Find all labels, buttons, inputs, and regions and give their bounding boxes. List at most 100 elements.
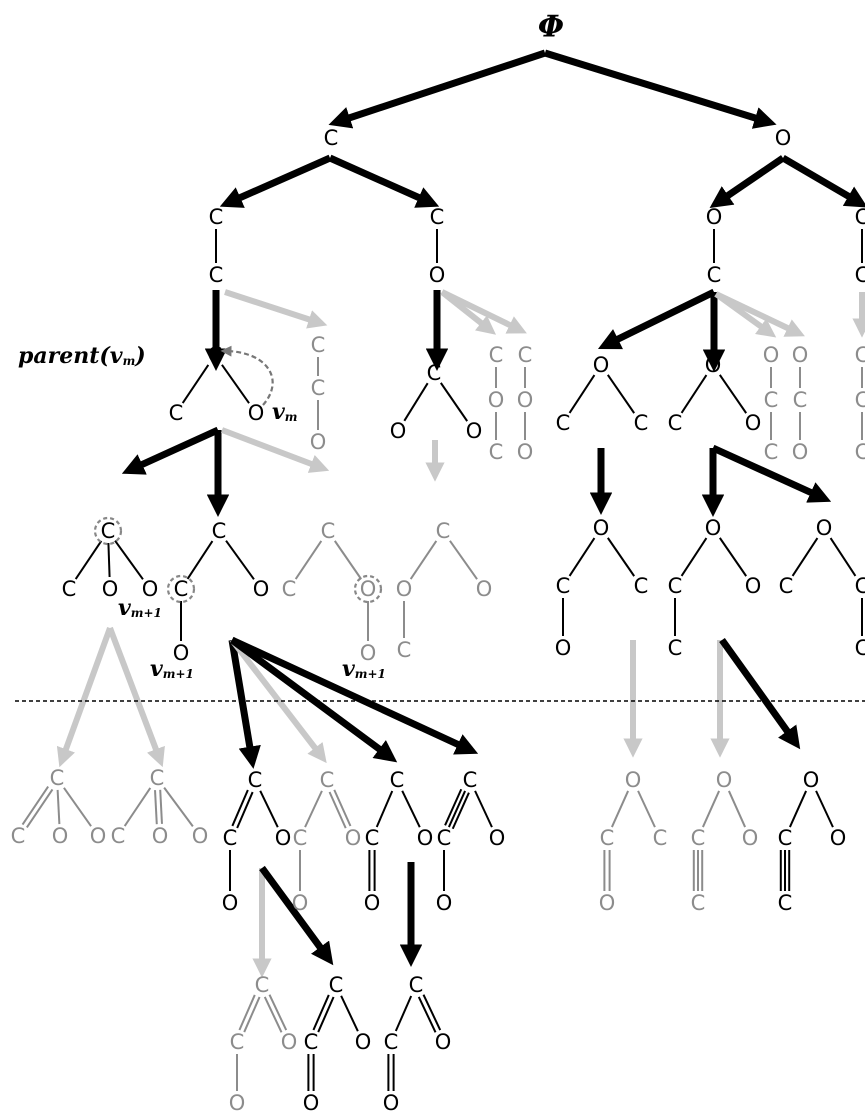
bond-b-gray-atom-oxygen: O (192, 824, 209, 848)
branch-b-bond (225, 540, 255, 580)
bond-d-gray-atom-oxygen: O (345, 826, 362, 850)
occ-b-bond (718, 374, 748, 414)
branch-a-atom-carbon: C (101, 519, 116, 543)
oc-chain-2-bond (680, 537, 708, 577)
molecule-bonds (21, 229, 863, 1091)
bond-d-gray-atom-oxygen: O (292, 891, 309, 915)
bond-g-gray-atom-carbon: C (600, 826, 615, 850)
oc-chain-atom-oxygen: O (593, 516, 610, 540)
branch-a-bond (74, 540, 103, 580)
oc-chain-atom-oxygen: O (555, 636, 572, 660)
occ-a-atom-carbon: C (634, 411, 649, 435)
vm1-circle-a (93, 516, 123, 546)
branch-c-gray-bond (333, 540, 363, 580)
parent-mol-bond (181, 364, 210, 404)
bond-h-gray-atom-carbon: C (691, 826, 706, 850)
coo-atom-oxygen: O (466, 419, 483, 443)
bond-d-gray-atom-carbon: C (320, 768, 335, 792)
bond-e-atom-oxygen: O (417, 826, 434, 850)
bond-a-gray-atom-oxygen: O (52, 824, 69, 848)
bond-h-gray-bond (727, 790, 747, 828)
final-a-gray-bond (268, 994, 288, 1031)
parent-mol-bond (221, 364, 250, 404)
vm1-annotation-a: vm+1 (118, 595, 162, 621)
bond-a-gray-bond (26, 788, 54, 829)
oc-chain-bond (606, 537, 636, 577)
bond-c-atom-carbon: C (223, 826, 238, 850)
final-b-bond (317, 996, 335, 1033)
bond-c-bond (236, 791, 254, 829)
branch-d-gray-atom-carbon: C (397, 638, 412, 662)
root-to-o-arrow (543, 49, 777, 129)
cc-atom-carbon: C (209, 205, 224, 229)
bond-d-gray-bond (304, 790, 323, 828)
final-c-bond (422, 994, 442, 1031)
branch-a-bond (107, 542, 111, 578)
bond-g-gray-atom-oxygen: O (625, 768, 642, 792)
oc-chain-bond (568, 537, 596, 577)
parent-annotation: parent(vm) (18, 343, 146, 369)
bond-a-gray-atom-carbon: C (11, 824, 26, 848)
coc-gray-atom-carbon: C (489, 440, 504, 464)
coo-gray-atom-carbon: C (518, 343, 533, 367)
bond-c-atom-carbon: C (248, 768, 263, 792)
branch-d-gray-atom-carbon: C (436, 519, 451, 543)
occ-b-atom-oxygen: O (745, 411, 762, 435)
bond-i-bond (815, 790, 834, 828)
branch-d-gray-atom-oxygen: O (476, 577, 493, 601)
bond-h-gray-atom-oxygen: O (716, 768, 733, 792)
final-c-atom-carbon: C (409, 973, 424, 997)
branch-b-atom-carbon: C (174, 577, 189, 601)
parent-mol-atom-carbon: C (208, 343, 223, 367)
final-a-gray-bond (238, 994, 256, 1031)
bond-f-atom-oxygen: O (489, 826, 506, 850)
branch-d-gray-atom-oxygen: O (396, 577, 413, 601)
bond-h-gray-atom-carbon: C (691, 891, 706, 915)
occ-gray-atom-carbon: C (764, 388, 779, 412)
bond-g-gray-atom-oxygen: O (599, 891, 616, 915)
vm-annotation: vm (272, 399, 298, 425)
bond-i-atom-oxygen: O (803, 768, 820, 792)
tree-arrow (220, 427, 330, 473)
tree-arrow (719, 637, 801, 750)
edge-right-bond (829, 537, 857, 577)
final-c-atom-oxygen: O (435, 1030, 452, 1054)
branch-a-atom-carbon: C (62, 577, 77, 601)
tree-arrow (440, 289, 527, 334)
final-a-gray-bond (243, 996, 261, 1033)
final-b-atom-oxygen: O (355, 1030, 372, 1054)
bond-c-bond (259, 790, 279, 828)
bond-a-gray-bond (63, 787, 92, 827)
bond-g-gray-bond (637, 790, 656, 828)
bond-f-bond (444, 788, 463, 826)
bond-e-atom-carbon: C (390, 768, 405, 792)
branch-c-gray-atom-oxygen: O (360, 577, 377, 601)
tree-arrow (711, 444, 832, 503)
tree-arrow (228, 639, 261, 769)
occ-a-bond (568, 374, 596, 414)
bond-a-gray-atom-carbon: C (50, 766, 65, 790)
oc-chain-2-atom-oxygen: O (705, 516, 722, 540)
bond-f-atom-oxygen: O (436, 891, 453, 915)
bond-b-gray-bond (159, 789, 163, 824)
final-a-gray-atom-oxygen: O (229, 1091, 246, 1113)
bond-f-atom-carbon: C (437, 826, 452, 850)
single-c-atom-carbon: C (324, 126, 339, 150)
branch-c-gray-atom-carbon: C (321, 519, 336, 543)
bond-h-gray-bond (701, 790, 721, 828)
bond-g-gray-atom-carbon: C (653, 826, 668, 850)
tree-arrow (56, 626, 113, 768)
branch-a-atom-oxygen: O (142, 577, 159, 601)
oco-gray-atom-oxygen: O (792, 343, 809, 367)
bond-g-gray-bond (610, 790, 630, 828)
tree-arrow (328, 154, 440, 208)
occ-b-bond (680, 374, 708, 414)
oco-gray-atom-oxygen: O (792, 440, 809, 464)
tree-arrow (229, 638, 327, 764)
occ-a-atom-oxygen: O (593, 353, 610, 377)
parent-mol-atom-carbon: C (169, 401, 184, 425)
branch-a-bond (114, 540, 144, 580)
final-b-bond (340, 995, 359, 1032)
tree-arrow (597, 288, 716, 350)
